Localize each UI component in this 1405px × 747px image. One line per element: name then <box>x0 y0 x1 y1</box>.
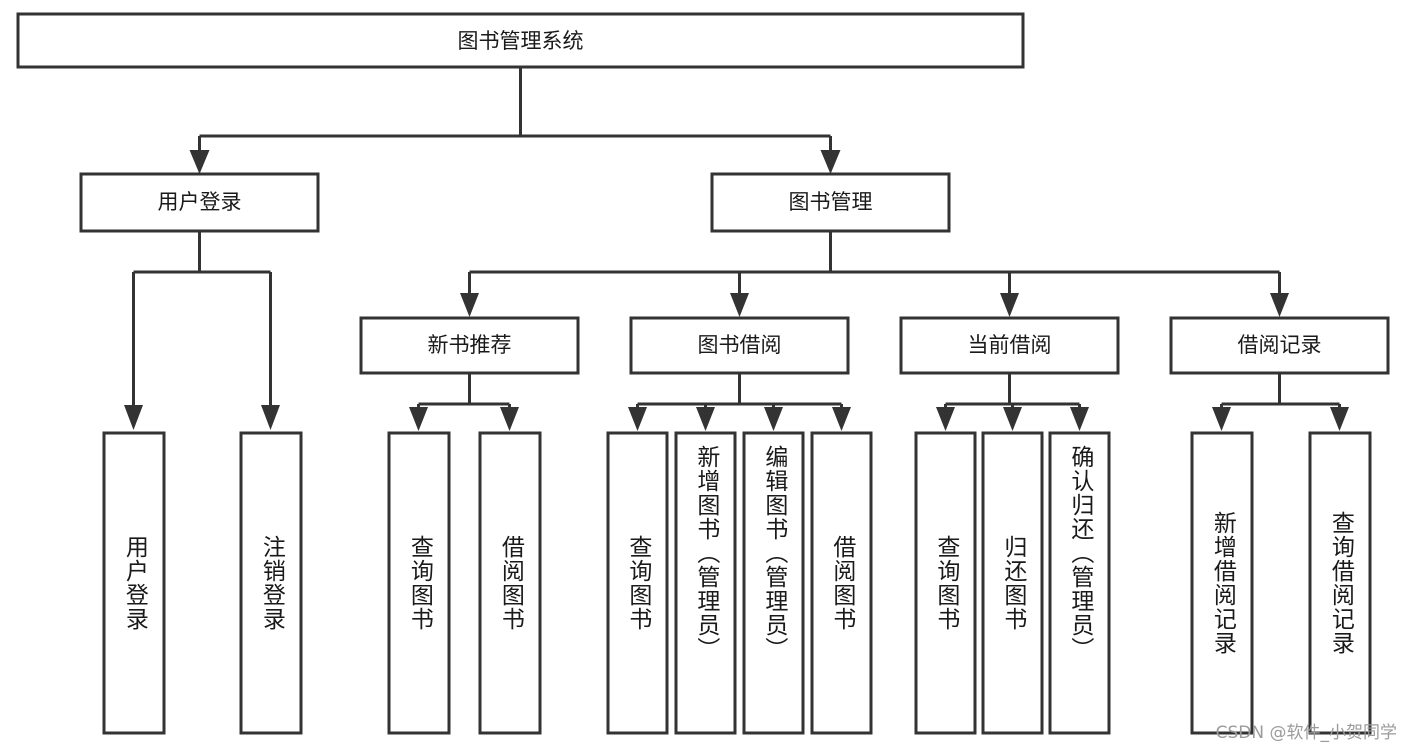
node-borrow-record[interactable]: 借阅记录 <box>1169 316 1390 375</box>
connector-group-borrow-record <box>1212 373 1349 431</box>
leaf-box-borrow-book-1[interactable] <box>478 431 542 735</box>
node-book-borrow[interactable]: 图书借阅 <box>629 316 850 375</box>
arrowhead-borrow-record <box>1270 293 1289 317</box>
arrowhead-leaf-borrow-book-2 <box>832 407 851 431</box>
leaf-box-query-book-1[interactable] <box>387 431 451 735</box>
arrowhead-leaf-user-login <box>124 405 143 430</box>
arrowhead-current-borrow <box>1000 293 1019 317</box>
leaf-box-add-record[interactable] <box>1190 431 1254 735</box>
leaf-box-user-login[interactable] <box>102 431 166 735</box>
connector-group-root <box>189 67 841 174</box>
node-new-book-recommend[interactable]: 新书推荐 <box>359 316 580 375</box>
leaf-box-query-book-2[interactable] <box>606 431 669 735</box>
node-root-label: 图书管理系统 <box>458 29 584 53</box>
leaf-box-confirm-return[interactable] <box>1048 431 1111 735</box>
node-book-manage[interactable]: 图书管理 <box>710 172 951 233</box>
node-borrow-record-box[interactable] <box>1169 316 1390 375</box>
node-user-login-box[interactable] <box>79 172 320 233</box>
arrowhead-leaf-add-book <box>696 407 715 431</box>
leaf-box-borrow-book-2[interactable] <box>810 431 873 735</box>
csdn-watermark: CSDN @软件_小贺同学 <box>1215 723 1397 743</box>
node-current-borrow[interactable]: 当前借阅 <box>899 316 1120 375</box>
leaf-boxes <box>102 431 1372 735</box>
node-book-borrow-label: 图书借阅 <box>698 333 782 357</box>
leaf-box-edit-book[interactable] <box>742 431 805 735</box>
leaf-box-return-book[interactable] <box>981 431 1044 735</box>
arrowhead-new-book-recommend <box>460 293 479 317</box>
leaf-box-add-book[interactable] <box>674 431 737 735</box>
arrowhead-leaf-edit-book <box>764 407 783 431</box>
node-borrow-record-label: 借阅记录 <box>1238 333 1322 357</box>
leaf-box-user-logout[interactable] <box>239 431 303 735</box>
arrowhead-book-borrow <box>730 293 749 317</box>
node-book-manage-box[interactable] <box>710 172 951 233</box>
arrowhead-leaf-query-record <box>1330 407 1349 431</box>
node-new-book-recommend-box[interactable] <box>359 316 580 375</box>
arrowhead-leaf-add-record <box>1212 407 1231 431</box>
node-user-login[interactable]: 用户登录 <box>79 172 320 233</box>
arrowhead-user-login <box>189 150 210 174</box>
arrowhead-leaf-query-book-1 <box>409 407 428 431</box>
arrowhead-leaf-query-book-3 <box>936 407 955 431</box>
arrowhead-leaf-return-book <box>1003 407 1022 431</box>
leaf-box-query-book-3[interactable] <box>914 431 977 735</box>
node-current-borrow-label: 当前借阅 <box>968 333 1052 357</box>
node-new-book-recommend-label: 新书推荐 <box>428 333 512 357</box>
node-root[interactable]: 图书管理系统 <box>16 12 1025 69</box>
arrowhead-leaf-user-logout <box>261 405 280 430</box>
leaf-box-query-record[interactable] <box>1308 431 1372 735</box>
node-user-login-label: 用户登录 <box>158 190 242 214</box>
node-book-manage-label: 图书管理 <box>789 190 873 214</box>
arrowhead-leaf-confirm-return <box>1070 407 1089 431</box>
arrowhead-leaf-query-book-2 <box>628 407 647 431</box>
arrowhead-book-manage <box>820 150 841 174</box>
connector-group-current-borrow <box>936 373 1089 431</box>
node-book-borrow-box[interactable] <box>629 316 850 375</box>
arrowhead-leaf-borrow-book-1 <box>500 407 519 431</box>
connector-group-book-manage <box>460 231 1289 317</box>
connector-group-user-login <box>124 231 280 430</box>
node-current-borrow-box[interactable] <box>899 316 1120 375</box>
connector-group-new-book-recommend <box>409 373 519 431</box>
connector-group-book-borrow <box>628 373 851 431</box>
node-root-box[interactable] <box>16 12 1025 69</box>
